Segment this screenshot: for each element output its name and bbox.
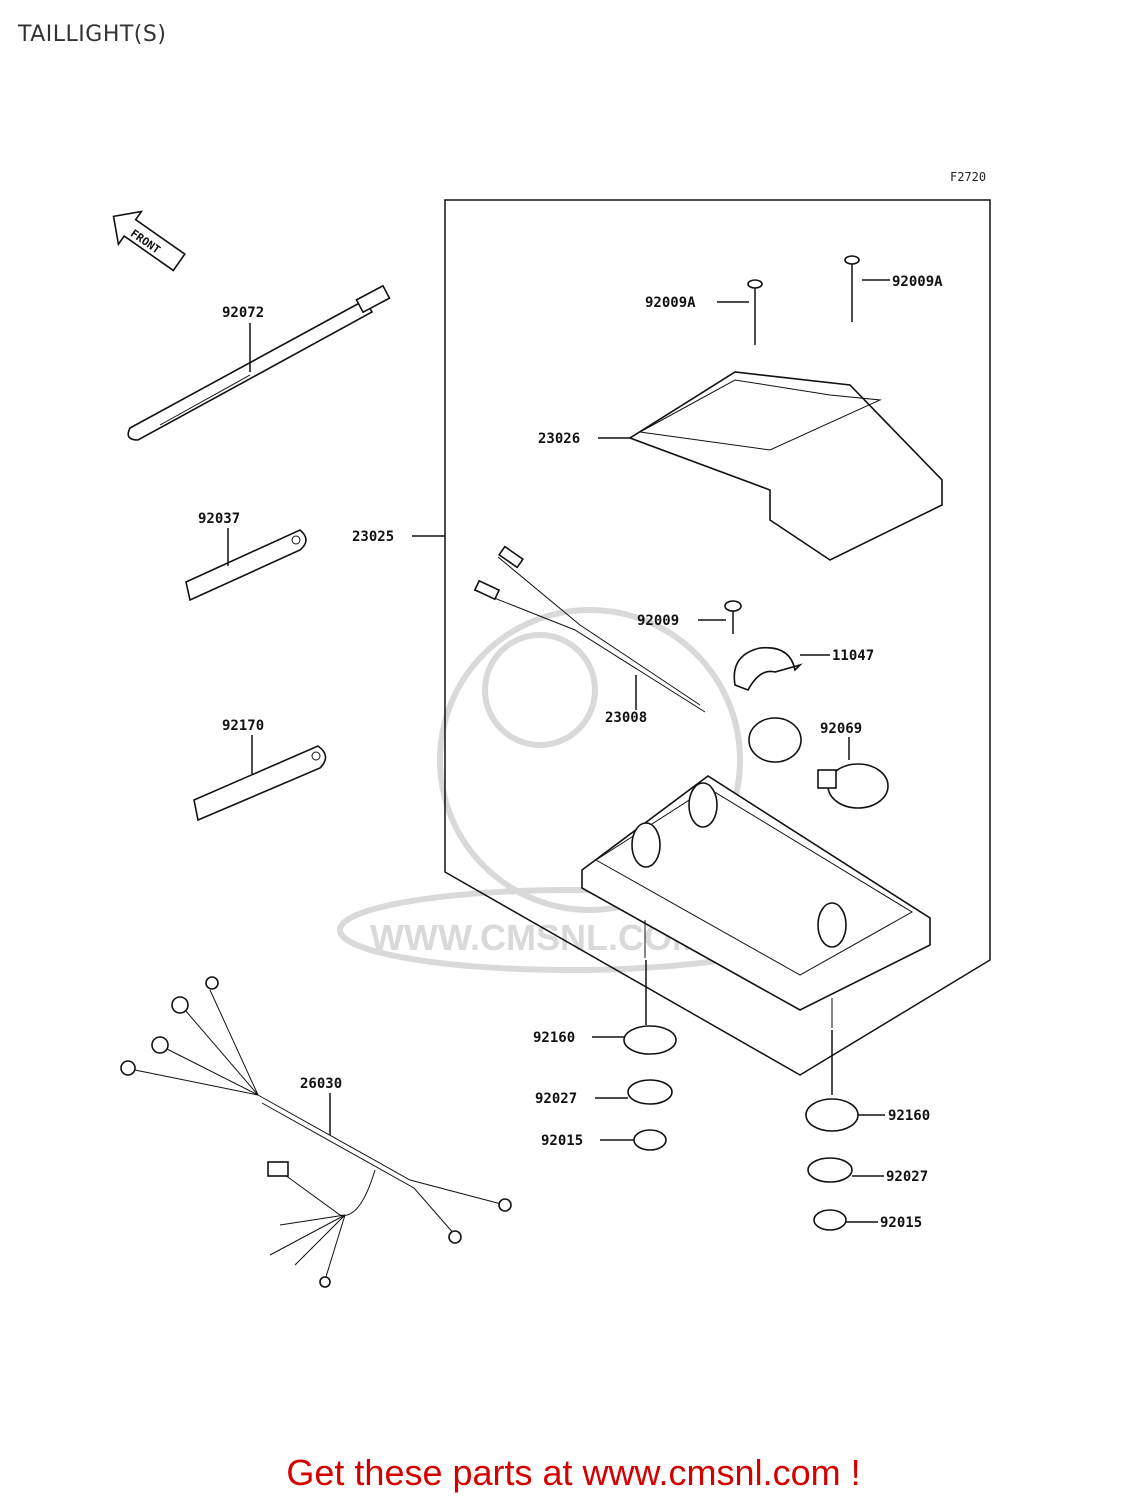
label-92015-left: 92015 [541, 1133, 583, 1149]
label-92072: 92072 [222, 305, 264, 321]
label-92160-right: 92160 [888, 1108, 930, 1124]
label-23026: 23026 [538, 431, 580, 447]
mounting-stack-left [592, 960, 677, 1151]
label-92015-right: 92015 [880, 1215, 922, 1231]
cable-tie-92072 [127, 284, 391, 441]
wiring-harness-26030 [120, 976, 512, 1288]
label-92170: 92170 [222, 718, 264, 734]
front-arrow-icon: FRONT [112, 210, 186, 272]
screw-92009 [698, 600, 742, 634]
screw-92009A-left [717, 279, 763, 345]
label-92160-left: 92160 [533, 1030, 575, 1046]
clamp-11047 [733, 646, 830, 691]
clamp-92037 [185, 528, 307, 602]
figure-code: F2720 [950, 170, 987, 184]
mounting-stack-right [805, 1030, 885, 1231]
label-92069: 92069 [820, 721, 862, 737]
label-92009A-right: 92009A [892, 274, 943, 290]
clamp-92170 [193, 735, 327, 822]
socket-wire-23008 [473, 545, 802, 763]
label-92027-left: 92027 [535, 1091, 577, 1107]
screw-92009A-right [844, 255, 890, 322]
label-23008: 23008 [605, 710, 647, 726]
label-92027-right: 92027 [886, 1169, 928, 1185]
assembly-outline [444, 199, 991, 1076]
housing-23025 [581, 775, 931, 1028]
label-92037: 92037 [198, 511, 240, 527]
label-23025: 23025 [352, 529, 394, 545]
label-92009: 92009 [637, 613, 679, 629]
label-26030: 26030 [300, 1076, 342, 1092]
label-92009A-left: 92009A [645, 295, 696, 311]
get-parts-link[interactable]: Get these parts at www.cmsnl.com ! [286, 1452, 861, 1493]
bulb-92069 [817, 737, 889, 809]
page-title: TAILLIGHT(S) [18, 22, 167, 47]
label-11047: 11047 [832, 648, 874, 664]
lens-23026 [598, 371, 943, 561]
